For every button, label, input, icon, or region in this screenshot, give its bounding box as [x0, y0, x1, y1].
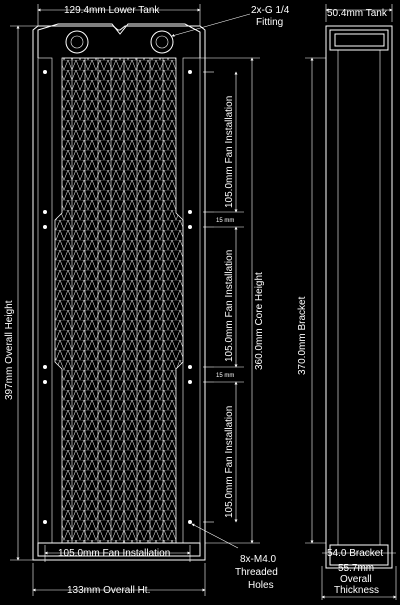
- label-fan-install-h: 105.0mm Fan Installation: [58, 548, 170, 559]
- front-view: [32, 23, 206, 561]
- fin-columns: [71, 58, 164, 543]
- bracket-right: [182, 57, 201, 544]
- side-view: [325, 25, 393, 569]
- label-bracket-height: 370.0mm Bracket: [297, 296, 308, 375]
- label-thickness-3: Thickness: [334, 585, 379, 596]
- label-fan-install-3: 105.0mm Fan Installation: [224, 406, 235, 518]
- threaded-holes: [43, 70, 192, 524]
- label-thickness-1: 55.7mm: [338, 563, 374, 574]
- label-core-height: 360.0mm Core Height: [254, 272, 265, 370]
- fitting-port-right: [150, 30, 174, 54]
- label-holes-2: Threaded: [235, 567, 278, 578]
- side-tank-top: [329, 29, 389, 51]
- label-lower-tank: 129.4mm Lower Tank: [64, 5, 160, 16]
- label-fitting-1: 2x-G 1/4: [251, 5, 290, 16]
- label-thickness-2: Overall: [340, 574, 372, 585]
- label-fitting-2: Fitting: [256, 17, 283, 28]
- radiator-outline: [32, 25, 206, 561]
- label-overall-width: 133mm Overall Ht.: [67, 585, 150, 596]
- fan-dims: [203, 71, 244, 523]
- label-fan-install-2: 105.0mm Fan Installation: [224, 250, 235, 362]
- top-tank: [37, 23, 201, 58]
- label-tank-width: 50.4mm Tank: [327, 8, 388, 19]
- side-outline: [325, 25, 393, 569]
- label-overall-height: 397mm Overall Height: [4, 300, 15, 400]
- label-holes-1: 8x-M4.0: [240, 554, 277, 565]
- bottom-tank: [37, 542, 201, 557]
- label-gap-1: 15 mm: [216, 218, 234, 224]
- label-holes-3: Holes: [248, 580, 274, 591]
- radiator-core: [54, 57, 184, 544]
- label-gap-2: 15 mm: [216, 373, 234, 379]
- bracket-left: [37, 57, 53, 544]
- fitting-port-left: [65, 30, 89, 54]
- side-tank-bottom: [329, 544, 389, 566]
- label-fan-install-1: 105.0mm Fan Installation: [224, 96, 235, 208]
- label-bracket-width: 54.0 Bracket: [327, 548, 383, 559]
